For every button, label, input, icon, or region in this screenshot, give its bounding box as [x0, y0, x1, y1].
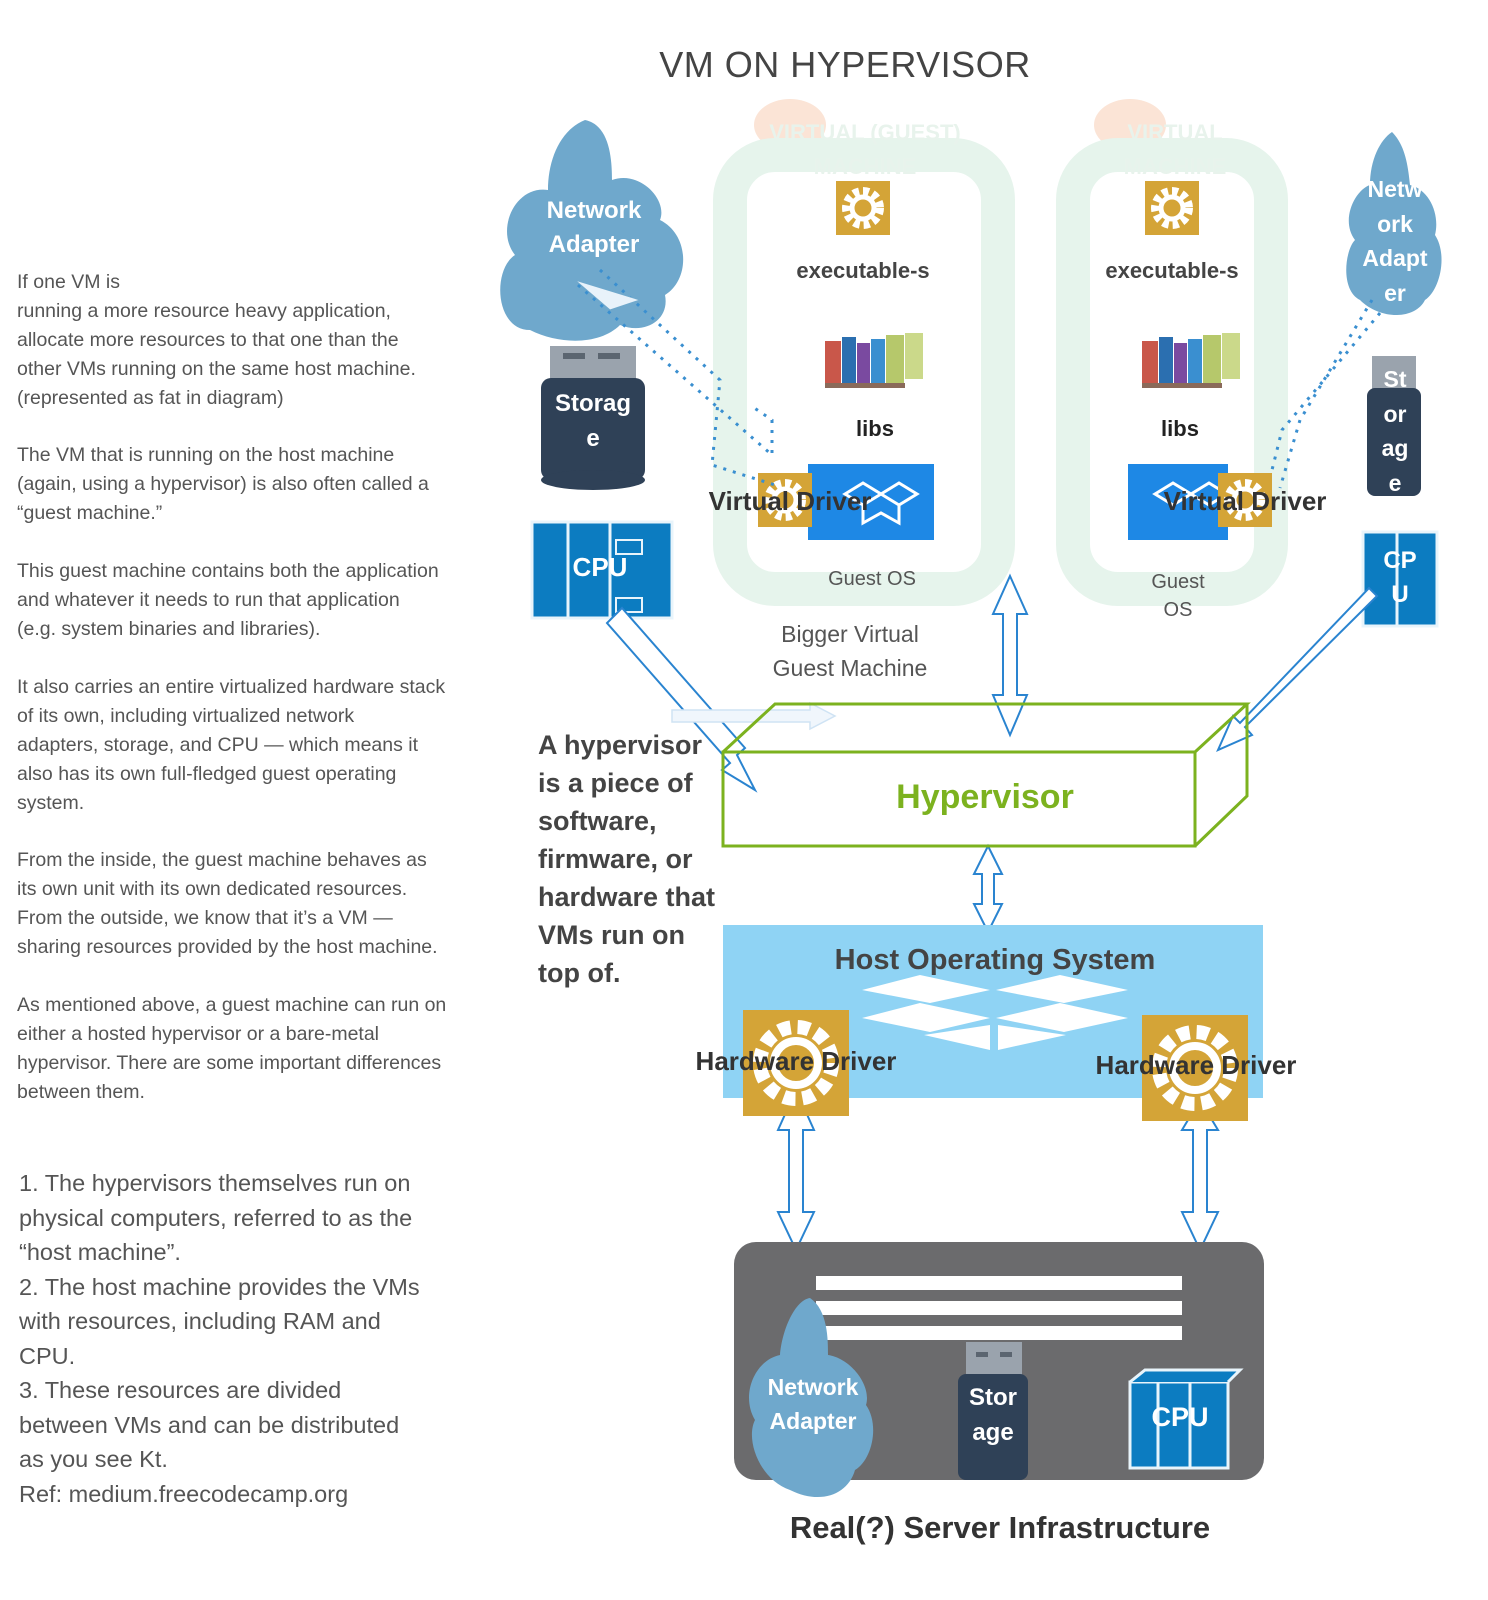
- vm2-virtual-driver-label: Virtual Driver: [1163, 486, 1327, 516]
- hardware-driver-gear-icon: [743, 1010, 849, 1116]
- vm1-storage-label: Storag e: [554, 390, 631, 452]
- dropbox-icon: [808, 464, 934, 540]
- infra-network-adapter-cloud: [749, 1298, 874, 1498]
- note-paragraph-2: The VM that is running on the host machi…: [17, 444, 429, 524]
- vm2-network-adapter-label: Netw ork Adapt er: [1362, 176, 1428, 306]
- executable-gear-icon: [836, 181, 890, 235]
- note-paragraph-4: It also carries an entire virtualized ha…: [17, 676, 446, 814]
- hardware-driver-label-left: Hardware Driver: [695, 1046, 897, 1076]
- note-paragraph-3: This guest machine contains both the app…: [17, 560, 439, 640]
- vm2-guest-os-label: Guest OS: [1151, 571, 1205, 621]
- executable-gear-icon: [1145, 181, 1199, 235]
- infra-label: Real(?) Server Infrastructure: [789, 1510, 1211, 1545]
- infra-network-adapter-label: Network Adapter: [767, 1374, 859, 1434]
- vm1-virtual-driver-label: Virtual Driver: [708, 486, 872, 516]
- host-os-label: Host Operating System: [834, 944, 1156, 976]
- note-paragraph-1: If one VM is running a more resource hea…: [17, 271, 416, 409]
- vm-hypervisor-link-arrow: [991, 573, 1029, 738]
- driver-hardware-link-arrow-right: [1180, 1098, 1220, 1253]
- cpu-block-right: [1361, 530, 1439, 628]
- vm2-storage-label: St or ag e: [1381, 366, 1409, 496]
- libs-books-icon: [1142, 333, 1240, 388]
- vm1-libs-label: libs: [856, 416, 894, 441]
- diagram-title: VM ON HYPERVISOR: [659, 44, 1031, 85]
- vm1-heading: VIRTUAL (GUEST) MACHINE: [769, 120, 961, 179]
- hypervisor-label: Hypervisor: [896, 778, 1074, 816]
- vm2-libs-label: libs: [1161, 416, 1199, 441]
- storage-cylinder-left: [541, 378, 645, 480]
- infra-storage-label: Stor age: [969, 1384, 1017, 1446]
- hypervisor-box: [721, 702, 1251, 848]
- vm2-executables-label: executable-s: [1105, 258, 1239, 283]
- storage-cylinder-right: [1367, 388, 1421, 496]
- hardware-driver-gear-icon: [1142, 1015, 1248, 1121]
- vm1-caption: Bigger Virtual Guest Machine: [772, 621, 928, 681]
- infra-cpu-label: CPU: [1151, 1402, 1209, 1432]
- vm1-guest-os-label: Guest OS: [828, 568, 916, 590]
- hypervisor-hostos-link-arrow: [972, 843, 1004, 935]
- vm2-cpu-label: CP U: [1383, 547, 1417, 608]
- vm1-network-adapter-label: Network Adapter: [546, 197, 642, 258]
- vm2-heading: VIRTUAL MACHINE: [1123, 120, 1227, 179]
- vm2-frame: [1056, 138, 1288, 606]
- infra-cpu-block: [1128, 1380, 1230, 1470]
- vm1-cpu-label: CPU: [572, 552, 628, 582]
- summary-list: 1. The hypervisors themselves run on phy…: [19, 1170, 420, 1507]
- note-paragraph-6: As mentioned above, a guest machine can …: [17, 994, 447, 1103]
- note-paragraph-5: From the inside, the guest machine behav…: [17, 849, 438, 958]
- network-adapter-cloud-right: [1346, 132, 1442, 315]
- hypervisor-note: A hypervisor is a piece of software, fir…: [538, 730, 716, 988]
- vm1-executables-label: executable-s: [796, 258, 930, 283]
- vm1-frame: [713, 138, 1015, 606]
- cpu-block-left: [530, 520, 674, 620]
- hardware-driver-label-right: Hardware Driver: [1095, 1050, 1297, 1080]
- host-os-dropbox-icon: [862, 975, 1128, 1050]
- network-adapter-cloud-left: [500, 120, 684, 341]
- infra-storage-cylinder: [958, 1374, 1028, 1480]
- libs-books-icon: [825, 333, 923, 388]
